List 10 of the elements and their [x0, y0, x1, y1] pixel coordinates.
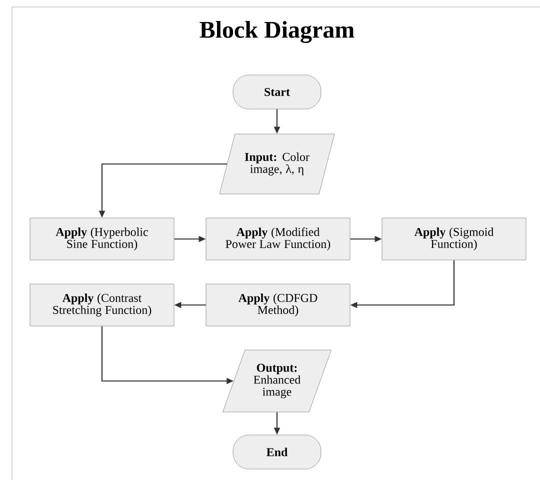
- title: Block Diagram: [200, 21, 354, 43]
- process-box: Apply (Sigmoid Function): [382, 218, 526, 260]
- terminal-box: Start: [232, 74, 322, 110]
- process-box: Apply (CDFGD Method): [206, 284, 350, 326]
- io-parallelogram: Output: Enhanced image: [222, 350, 332, 412]
- process-box: Apply (Contrast Stretching Function): [30, 284, 174, 326]
- terminal-box: End: [232, 434, 322, 470]
- io-parallelogram: Input: Color image, λ, η: [219, 134, 335, 194]
- process-box: Apply (Modified Power Law Function): [206, 218, 350, 260]
- process-box: Apply (Hyperbolic Sine Function): [30, 218, 174, 260]
